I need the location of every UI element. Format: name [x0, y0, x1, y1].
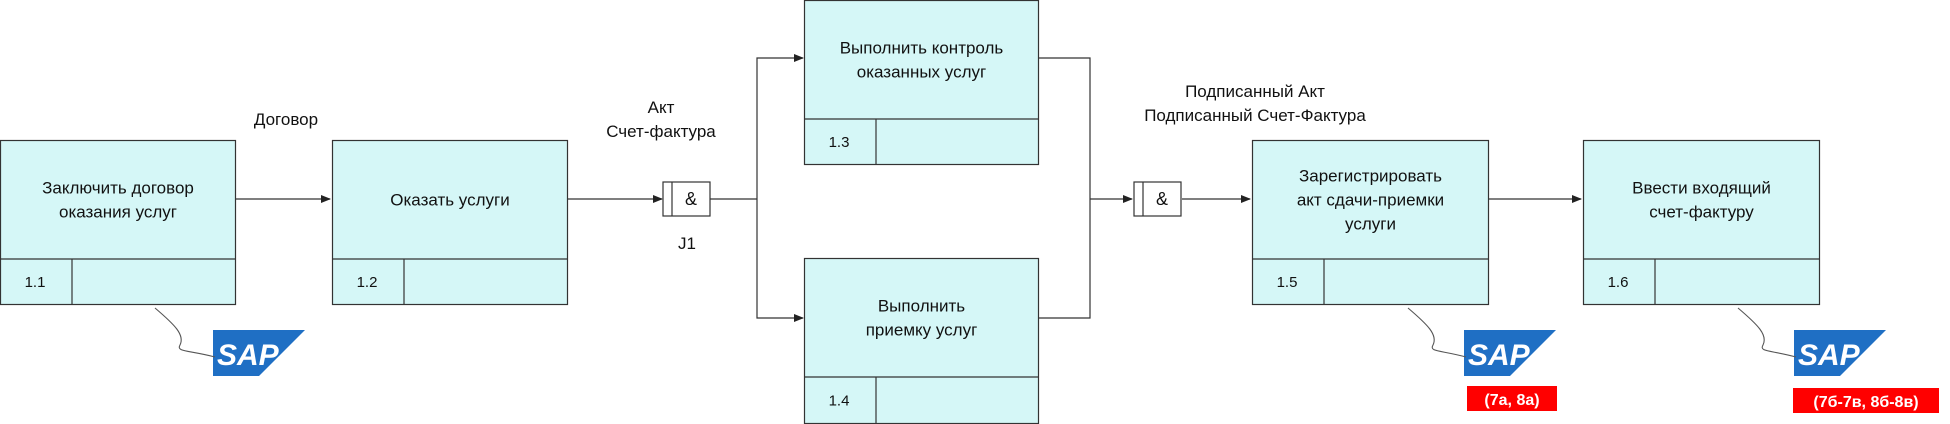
- flow-1-4-to-j2: [1039, 199, 1091, 319]
- badge-1-5-text: (7а, 8а): [1484, 392, 1539, 409]
- sap-logo-text: SAP: [217, 339, 280, 372]
- badge-1-6: (7б-7в, 8б-8в): [1793, 388, 1939, 413]
- process-box-1-2[interactable]: Оказать услуги 1.2: [331, 139, 569, 306]
- process-title-line: счет-фактуру: [1649, 203, 1754, 222]
- process-title-line: Выполнить: [878, 297, 965, 316]
- junction-j1-label: J1: [678, 234, 696, 253]
- process-number: 1.6: [1608, 274, 1629, 291]
- process-title-line: приемку услуг: [866, 321, 978, 340]
- process-number: 1.1: [25, 274, 46, 291]
- flow-j1-to-1-4: [756, 199, 804, 322]
- sap-logo-1-5: SAP: [1464, 330, 1556, 376]
- process-number: 1.5: [1277, 274, 1298, 291]
- callout-squiggle-1-5: [1407, 307, 1467, 358]
- junction-j1[interactable]: & J1: [662, 181, 711, 253]
- process-number: 1.4: [829, 393, 850, 410]
- sap-logo-text: SAP: [1798, 339, 1861, 372]
- callout-squiggle-1-6: [1737, 307, 1797, 358]
- process-title-line: оказания услуг: [59, 203, 177, 222]
- junction-j2[interactable]: &: [1133, 181, 1182, 217]
- label-contract: Договор: [254, 110, 318, 129]
- label-invoice: Счет-фактура: [606, 122, 716, 141]
- process-title-line: оказанных услуг: [857, 63, 986, 82]
- badge-1-5: (7а, 8а): [1467, 386, 1557, 411]
- connectors: [236, 54, 1582, 322]
- process-box-1-5[interactable]: Зарегистрировать акт сдачи-приемки услуги 1…: [1251, 139, 1490, 306]
- badge-1-6-text: (7б-7в, 8б-8в): [1813, 394, 1918, 411]
- process-boxes: Заключить договор оказания услуг 1.1 Оказат…: [0, 0, 1821, 424]
- process-box-1-3[interactable]: Выполнить контроль оказанных услуг 1.3: [803, 0, 1040, 166]
- sap-logo-shape: [1464, 330, 1556, 376]
- process-title-line: акт сдачи-приемки: [1297, 191, 1444, 210]
- sap-logo-shape: [1794, 330, 1886, 376]
- flow-j1-to-1-3: [756, 54, 804, 199]
- process-number: 1.3: [829, 134, 850, 151]
- label-signed-invoice: Подписанный Счет-Фактура: [1144, 106, 1366, 125]
- process-box-1-4[interactable]: Выполнить приемку услуг 1.4: [803, 257, 1040, 424]
- junction-j1-symbol: &: [685, 189, 697, 209]
- sap-logo-1-6: SAP: [1794, 330, 1886, 376]
- process-number: 1.2: [357, 274, 378, 291]
- sap-logo-shape: [213, 330, 305, 376]
- process-title-line: Выполнить контроль: [840, 39, 1004, 58]
- process-title-line: Заключить договор: [42, 179, 194, 198]
- label-act: Акт: [648, 98, 675, 117]
- process-title-line: Ввести входящий: [1632, 179, 1771, 198]
- process-title-line: Зарегистрировать: [1299, 167, 1442, 186]
- label-signed-act: Подписанный Акт: [1185, 82, 1325, 101]
- process-title-line: Оказать услуги: [390, 191, 509, 210]
- junction-j2-symbol: &: [1156, 189, 1168, 209]
- callout-squiggle-1-1: [154, 307, 216, 358]
- flow-1-3-to-j2: [1039, 57, 1091, 199]
- flow-labels: Договор Акт Счет-фактура Подписанный Акт…: [254, 82, 1366, 141]
- sap-logo-1-1: SAP: [213, 330, 305, 376]
- process-box-1-6[interactable]: Ввести входящий счет-фактуру 1.6: [1582, 139, 1821, 306]
- sap-logo-text: SAP: [1468, 339, 1531, 372]
- process-box-1-1[interactable]: Заключить договор оказания услуг 1.1: [0, 139, 237, 306]
- process-title-line: услуги: [1345, 215, 1396, 234]
